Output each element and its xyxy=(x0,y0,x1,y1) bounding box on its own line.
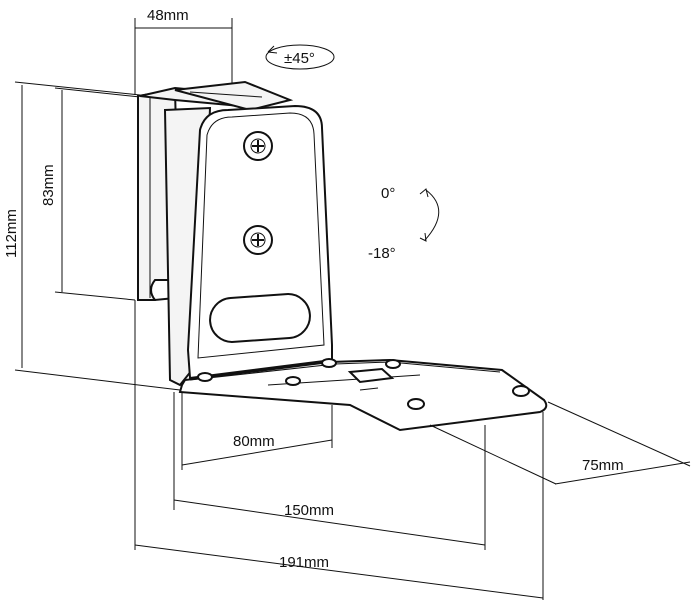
shelf-hole-3 xyxy=(321,358,337,368)
label-48mm: 48mm xyxy=(147,7,189,24)
mount-plate xyxy=(163,104,333,387)
label-rotation: ±45° xyxy=(284,50,315,67)
dim-191mm: 191mm xyxy=(134,300,544,600)
tilt-indicator: 0° -18° xyxy=(368,185,440,262)
shelf-slot xyxy=(347,367,395,384)
label-83mm: 83mm xyxy=(40,164,57,206)
label-tilt-18: -18° xyxy=(368,245,396,262)
label-75mm: 75mm xyxy=(582,457,624,474)
shelf-hole-5 xyxy=(407,398,425,410)
label-80mm: 80mm xyxy=(233,433,275,450)
shelf-hole-4 xyxy=(385,359,401,369)
dim-112mm: 112mm xyxy=(3,81,181,391)
label-150mm: 150mm xyxy=(284,502,334,519)
label-191mm: 191mm xyxy=(279,554,329,571)
dim-75mm: 75mm xyxy=(429,401,691,485)
dim-48mm: 48mm xyxy=(134,7,233,95)
shelf-plate xyxy=(178,358,548,432)
screw-top-icon xyxy=(243,131,273,161)
dim-80mm: 80mm xyxy=(181,392,333,470)
label-tilt-0: 0° xyxy=(381,185,395,202)
label-112mm: 112mm xyxy=(3,209,20,258)
plate-slot xyxy=(209,293,311,343)
rotation-indicator: ±45° xyxy=(265,44,335,70)
dim-150mm: 150mm xyxy=(173,392,486,550)
dim-83mm: 83mm xyxy=(40,87,141,301)
shelf-hole-2 xyxy=(285,376,301,386)
shelf-hole-1 xyxy=(197,372,213,382)
screw-bottom-icon xyxy=(243,225,273,255)
shelf-hole-6 xyxy=(512,385,530,397)
top-block xyxy=(139,80,294,112)
